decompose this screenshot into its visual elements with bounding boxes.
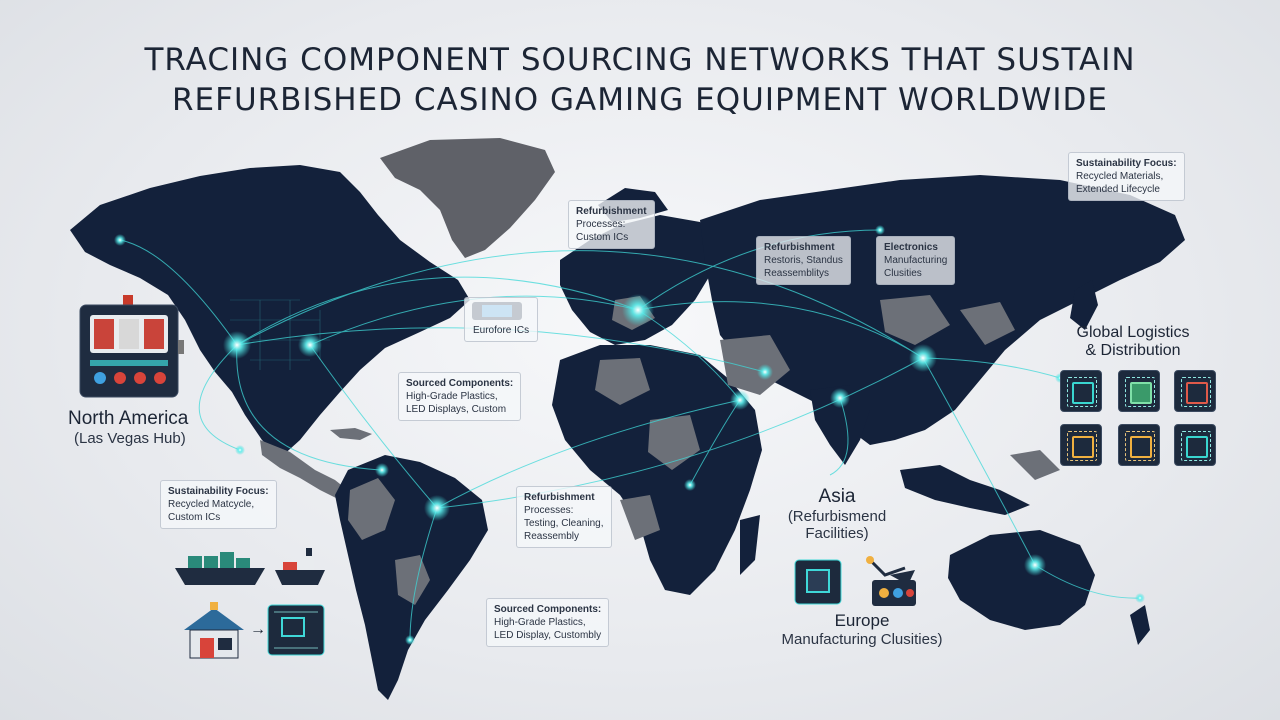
card-title: Sustainability Focus: <box>168 486 269 497</box>
tools-icon <box>1060 424 1102 466</box>
sensor-icon <box>1174 424 1216 466</box>
region-subtitle: & Distribution <box>1085 342 1181 359</box>
card-electronics: Electronics Manufacturing Clusities <box>876 236 956 285</box>
region-subtitle: (Refurbismend <box>787 508 887 525</box>
card-title: Electronics <box>884 242 938 253</box>
region-north-america: North America (Las Vegas Hub) <box>68 408 188 447</box>
card-title: Refurbishment <box>764 242 835 253</box>
card-line: Reassembly <box>524 531 580 542</box>
card-sourced-components-na: Sourced Components: High-Grade Plastics,… <box>398 372 522 421</box>
card-sustainability-northeast: Sustainability Focus: Recycled Materials… <box>1068 152 1185 201</box>
microchip-icon <box>1174 370 1216 412</box>
card-line: Extended Lifecycle <box>1076 184 1160 195</box>
region-subtitle-2: Facilities) <box>805 525 869 542</box>
cargo-ship-icon <box>175 552 265 585</box>
card-line: Recycled Materials, <box>1076 171 1164 182</box>
title-line-1: TRACING COMPONENT SOURCING NETWORKS THAT… <box>144 42 1136 78</box>
microchip-icon <box>1060 370 1102 412</box>
australia-landmass <box>948 530 1095 630</box>
card-line: Custom ICs <box>168 512 221 523</box>
central-america-landmass <box>260 440 350 500</box>
north-america-landmass <box>70 165 470 458</box>
card-line: Restoris, Standus <box>764 255 843 266</box>
title-line-2: REFURBISHED CASINO GAMING EQUIPMENT WORL… <box>171 82 1108 118</box>
card-title: Eurofore ICs <box>473 325 530 336</box>
card-eurofore-ics: Eurofore ICs <box>464 297 539 342</box>
asia-landmass <box>700 175 1185 445</box>
circuit-board-icon <box>267 604 325 656</box>
card-title: Sustainability Focus: <box>1076 158 1177 169</box>
network-nodes <box>114 225 1145 645</box>
card-title: Refurbishment <box>524 492 595 503</box>
greenland <box>380 138 555 258</box>
card-sourced-components-sa: Sourced Components: High-Grade Plastics,… <box>486 598 610 647</box>
card-line: Manufacturing <box>884 255 948 266</box>
region-subtitle: (Las Vegas Hub) <box>74 430 186 447</box>
card-sustainability-southwest: Sustainability Focus: Recycled Matcycle,… <box>160 480 277 529</box>
region-title: Europe <box>834 611 890 630</box>
slot-machine-icon <box>79 295 184 398</box>
card-refurbishment-atlantic: Refurbishment Processes: Custom ICs <box>568 200 655 249</box>
card-line: LED Display, Custombly <box>494 630 602 641</box>
warehouse-icon <box>184 602 244 659</box>
page-title: TRACING COMPONENT SOURCING NETWORKS THAT… <box>0 40 1280 120</box>
network-lines <box>119 229 1141 641</box>
card-line: Processes: <box>524 505 574 516</box>
microchip-icon <box>1118 370 1160 412</box>
region-europe: Europe Manufacturing Clusities) <box>762 611 962 648</box>
control-panel-icon <box>872 580 916 606</box>
region-title: Asia <box>818 486 856 507</box>
card-line: Reassemblitys <box>764 268 830 279</box>
us-circuit-texture <box>230 299 330 370</box>
card-refurbishment-south-america: Refurbishment Processes: Testing, Cleani… <box>516 486 612 548</box>
card-line: Clusities <box>884 268 922 279</box>
card-line: High-Grade Plastics, <box>406 391 498 402</box>
card-line: Processes: <box>576 219 626 230</box>
region-global-logistics: Global Logistics & Distribution <box>1058 324 1208 360</box>
card-line: Testing, Cleaning, <box>524 518 604 529</box>
card-refurbishment-russia: Refurbishment Restoris, Standus Reassemb… <box>756 236 851 285</box>
robot-arm-icon <box>1118 424 1160 466</box>
card-title: Refurbishment <box>576 206 647 217</box>
region-asia: Asia (Refurbismend Facilities) <box>782 486 892 542</box>
card-title: Sourced Components: <box>406 378 514 389</box>
region-title: North America <box>68 408 189 429</box>
card-line: High-Grade Plastics, <box>494 617 586 628</box>
region-title: Global Logistics <box>1076 324 1190 341</box>
cargo-ship-icon-2 <box>275 548 325 585</box>
microchip-icon <box>794 559 842 605</box>
card-line: Recycled Matcycle, <box>168 499 255 510</box>
robot-arm-icon <box>866 556 915 585</box>
card-title: Sourced Components: <box>494 604 602 615</box>
card-line: LED Displays, Custom <box>406 404 507 415</box>
svg-text:→: → <box>250 621 266 638</box>
region-subtitle: Manufacturing Clusities) <box>781 631 943 648</box>
card-line: Custom ICs <box>576 232 629 243</box>
